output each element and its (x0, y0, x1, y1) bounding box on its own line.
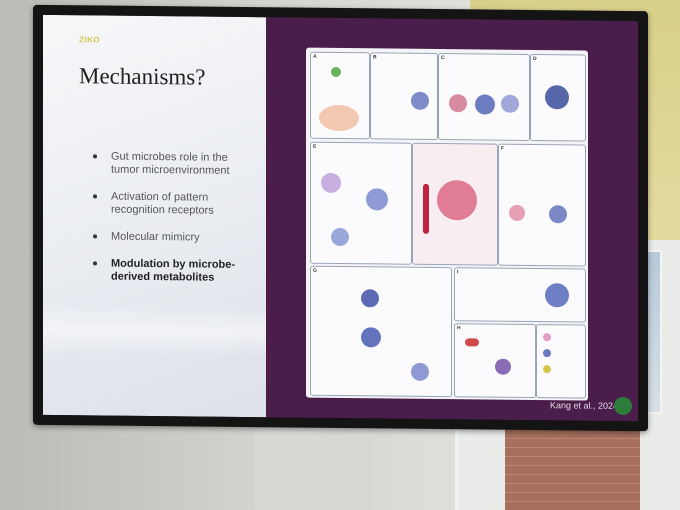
figure-legend (536, 324, 586, 399)
bullet-item: Molecular mimicry (93, 230, 258, 245)
figure-panel-c: C (438, 53, 530, 141)
figure-panel-label: F (501, 145, 505, 152)
figure-panel-d: D (530, 53, 586, 142)
figure-panel-b: B (370, 52, 438, 141)
cell-graphic (495, 358, 511, 375)
figure-panel-label: D (533, 56, 537, 63)
bullet-item-emphasis: Modulation by microbe-derived metabolite… (93, 257, 258, 285)
cell-graphic (509, 204, 525, 221)
figure-panel-label: G (313, 267, 317, 274)
bullet-list: Gut microbes role in the tumor microenvi… (93, 150, 258, 299)
mechanism-figure: A B C D E (306, 47, 588, 401)
legend-swatch (543, 365, 551, 374)
blood-vessel-graphic (423, 183, 429, 234)
slide-text-panel: ZIKO Mechanisms? Gut microbes role in th… (43, 14, 266, 418)
figure-center-tumor (412, 142, 498, 266)
figure-panel-e: E (310, 141, 412, 265)
cell-graphic (411, 362, 429, 381)
t-cell-graphic (411, 91, 429, 110)
monitor-stand (255, 428, 375, 510)
cell-graphic (549, 205, 567, 224)
tv-monitor: ZIKO Mechanisms? Gut microbes role in th… (33, 4, 648, 432)
legend-swatch (543, 333, 551, 342)
figure-panel-label: I (457, 269, 459, 276)
cell-graphic (361, 327, 381, 348)
figure-panel-a: A (310, 51, 370, 140)
screen-glare (43, 304, 266, 358)
figure-panel-i: I (454, 267, 586, 323)
t-cell-graphic (501, 94, 519, 113)
cell-graphic (449, 94, 467, 113)
bullet-item: Activation of pattern recognition recept… (93, 190, 258, 218)
bullet-item: Gut microbes role in the tumor microenvi… (93, 150, 258, 178)
cell-graphic (321, 172, 341, 194)
figure-panel-label: A (313, 53, 317, 60)
brick-building (505, 420, 640, 510)
bacteria-graphic (465, 338, 479, 347)
dendritic-cell-graphic (475, 94, 495, 115)
figure-panel-g: G (310, 265, 452, 398)
tumor-graphic (437, 180, 477, 221)
figure-panel-label: H (457, 325, 461, 332)
slide-title: Mechanisms? (79, 63, 206, 90)
microbe-graphic (331, 66, 341, 78)
figure-panel-label: E (313, 143, 317, 150)
immune-cell-graphic (545, 85, 569, 110)
slide-corner-icon (614, 396, 632, 416)
cell-graphic (361, 289, 379, 308)
cell-graphic (366, 188, 388, 211)
slide-screen: ZIKO Mechanisms? Gut microbes role in th… (43, 14, 638, 422)
figure-panel-label: C (441, 55, 445, 62)
figure-panel-f: F (498, 143, 586, 267)
slide-logo: ZIKO (79, 35, 101, 45)
figure-panel-h: H (454, 323, 536, 399)
figure-citation: Kang et al., 2024 (549, 400, 618, 411)
legend-swatch (543, 349, 551, 358)
slide-figure-panel: A B C D E (266, 17, 638, 422)
cell-graphic (545, 283, 569, 308)
tissue-graphic (319, 104, 359, 132)
cell-graphic (331, 227, 349, 247)
figure-panel-label: B (373, 54, 377, 61)
